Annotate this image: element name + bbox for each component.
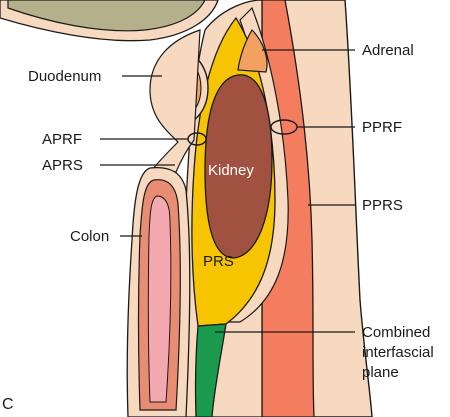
- label-colon: Colon: [70, 228, 109, 245]
- label-kidney: Kidney: [208, 162, 254, 179]
- label-duodenum: Duodenum: [28, 68, 101, 85]
- label-combined-line1: Combined: [362, 324, 430, 341]
- label-aprs: APRS: [42, 157, 83, 174]
- label-combined-line3: plane: [362, 364, 399, 381]
- label-pprs: PPRS: [362, 197, 403, 214]
- kidney: [204, 74, 273, 259]
- anterior-pararenal-fold: [149, 29, 201, 173]
- label-aprf: APRF: [42, 131, 82, 148]
- label-pprf: PPRF: [362, 119, 402, 136]
- label-adrenal: Adrenal: [362, 42, 414, 59]
- panel-letter: C: [2, 396, 14, 413]
- label-prs: PRS: [203, 253, 234, 270]
- combined-interfascial-plane: [194, 323, 227, 417]
- colon-lumen: [147, 195, 172, 403]
- label-combined-line2: interfascial: [362, 344, 434, 361]
- upper-bowel-content: [7, 0, 206, 32]
- adrenal-gland: [237, 29, 268, 73]
